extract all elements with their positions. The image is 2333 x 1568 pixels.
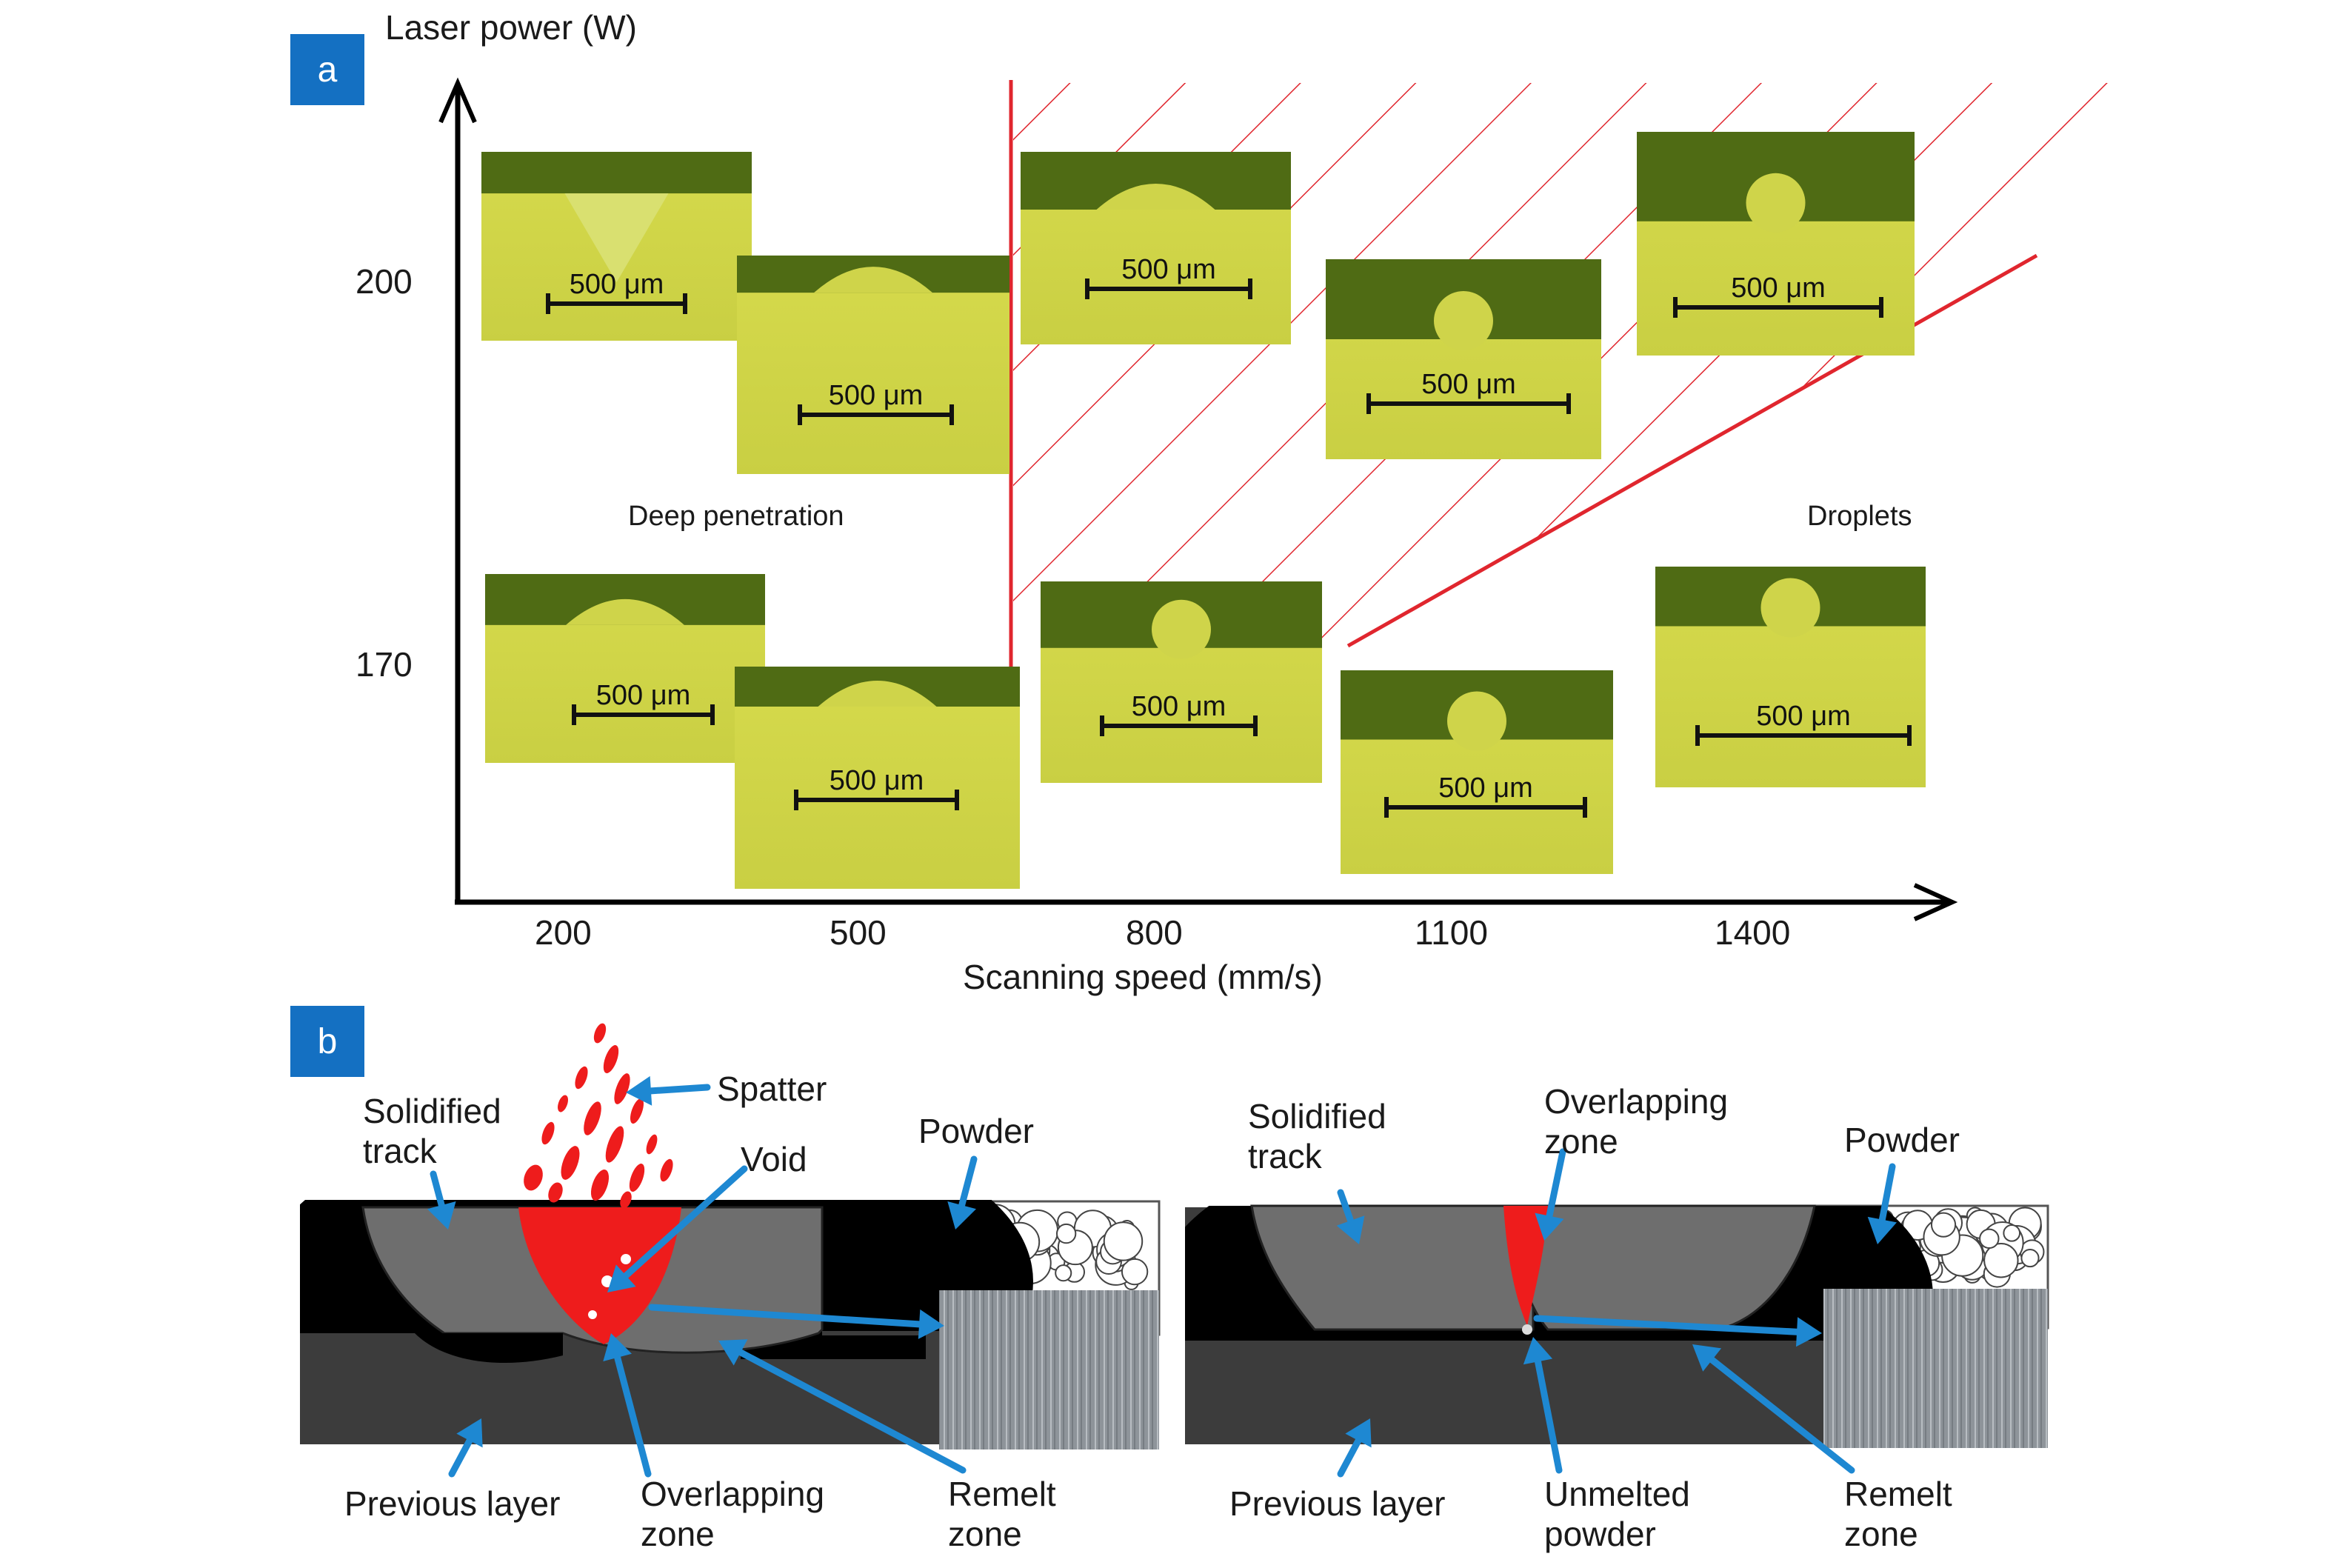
label-spatter: Spatter bbox=[717, 1070, 827, 1108]
scale-bar-label: 500 μm bbox=[1421, 369, 1516, 400]
schematic-left bbox=[300, 1023, 1161, 1449]
scale-bar-label: 500 μm bbox=[570, 269, 664, 300]
x-tick-800: 800 bbox=[1126, 913, 1183, 952]
micrograph: 500 μm bbox=[1326, 259, 1601, 459]
spatter-droplets bbox=[524, 1023, 673, 1209]
scale-bar-label: 500 μm bbox=[1438, 773, 1533, 804]
micrograph: 500 μm bbox=[1021, 152, 1291, 344]
annotation-arrows bbox=[427, 1075, 1898, 1478]
label-remelt-zone-right: Remelt zone bbox=[1844, 1475, 1952, 1554]
unmelted-powder-dot bbox=[1522, 1324, 1532, 1335]
scale-bar-label: 500 μm bbox=[596, 680, 691, 711]
label-solidified-track-left: Solidified track bbox=[363, 1092, 501, 1171]
micrograph: 500 μm bbox=[485, 574, 765, 763]
label-overlapping-zone-right: Overlapping zone bbox=[1544, 1082, 1729, 1161]
boundary-line-diagonal bbox=[1346, 253, 2038, 648]
void-dot bbox=[621, 1254, 631, 1264]
panel-b-badge: b bbox=[290, 1006, 364, 1077]
label-solidified-track-right: Solidified track bbox=[1248, 1097, 1386, 1176]
label-powder-right: Powder bbox=[1844, 1121, 1960, 1159]
micrograph: 500 μm bbox=[737, 256, 1009, 474]
remelt-micrograph-right bbox=[1823, 1289, 2048, 1448]
solidified-track-right bbox=[1250, 1204, 1535, 1331]
label-remelt-zone-left: Remelt zone bbox=[948, 1475, 1056, 1554]
y-axis-label: Laser power (W) bbox=[385, 8, 637, 47]
label-overlapping-zone-left: Overlapping zone bbox=[641, 1475, 825, 1554]
label-unmelted-powder: Unmelted powder bbox=[1544, 1475, 1690, 1554]
remelt-micrograph-left bbox=[939, 1290, 1159, 1449]
micrograph-group: 500 μm 500 μm 500 μm 500 μm 500 μm 500 μm 500 … bbox=[481, 132, 1926, 889]
micrograph: 500 μm bbox=[1341, 670, 1613, 874]
scale-bar-label: 500 μm bbox=[1756, 701, 1851, 732]
micrograph: 500 μm bbox=[481, 152, 752, 341]
scale-bar-label: 500 μm bbox=[830, 765, 924, 796]
x-axis-label: Scanning speed (mm/s) bbox=[963, 958, 1323, 996]
schematic-right bbox=[1185, 1204, 2049, 1448]
y-tick-200: 200 bbox=[356, 262, 413, 301]
y-axis-arrowhead bbox=[438, 77, 477, 124]
y-tick-170: 170 bbox=[356, 645, 413, 684]
melt-pool-left bbox=[518, 1207, 681, 1344]
scale-bar-label: 500 μm bbox=[1132, 691, 1226, 722]
x-tick-500: 500 bbox=[830, 913, 887, 952]
region-deep-penetration: Deep penetration bbox=[628, 501, 844, 532]
x-axis-arrowhead bbox=[1913, 883, 1958, 921]
micrograph: 500 μm bbox=[1655, 567, 1926, 787]
micrograph: 500 μm bbox=[1637, 132, 1915, 356]
region-droplets: Droplets bbox=[1807, 501, 1912, 532]
x-tick-1400: 1400 bbox=[1715, 913, 1791, 952]
x-tick-200: 200 bbox=[535, 913, 592, 952]
overlap-zone-right bbox=[1503, 1206, 1548, 1326]
label-powder-left: Powder bbox=[918, 1112, 1034, 1150]
micrograph: 500 μm bbox=[735, 667, 1020, 889]
label-previous-layer-right: Previous layer bbox=[1229, 1484, 1446, 1523]
x-tick-1100: 1100 bbox=[1415, 913, 1488, 952]
micrograph: 500 μm bbox=[1041, 581, 1322, 783]
panel-a-badge: a bbox=[290, 34, 364, 105]
label-void: Void bbox=[741, 1140, 807, 1178]
scale-bar-label: 500 μm bbox=[829, 380, 924, 411]
scale-bar-label: 500 μm bbox=[1731, 273, 1826, 304]
void-dot bbox=[588, 1310, 597, 1319]
label-previous-layer-left: Previous layer bbox=[344, 1484, 561, 1523]
scale-bar-label: 500 μm bbox=[1121, 254, 1216, 285]
remelt-arc-left bbox=[415, 1333, 563, 1363]
